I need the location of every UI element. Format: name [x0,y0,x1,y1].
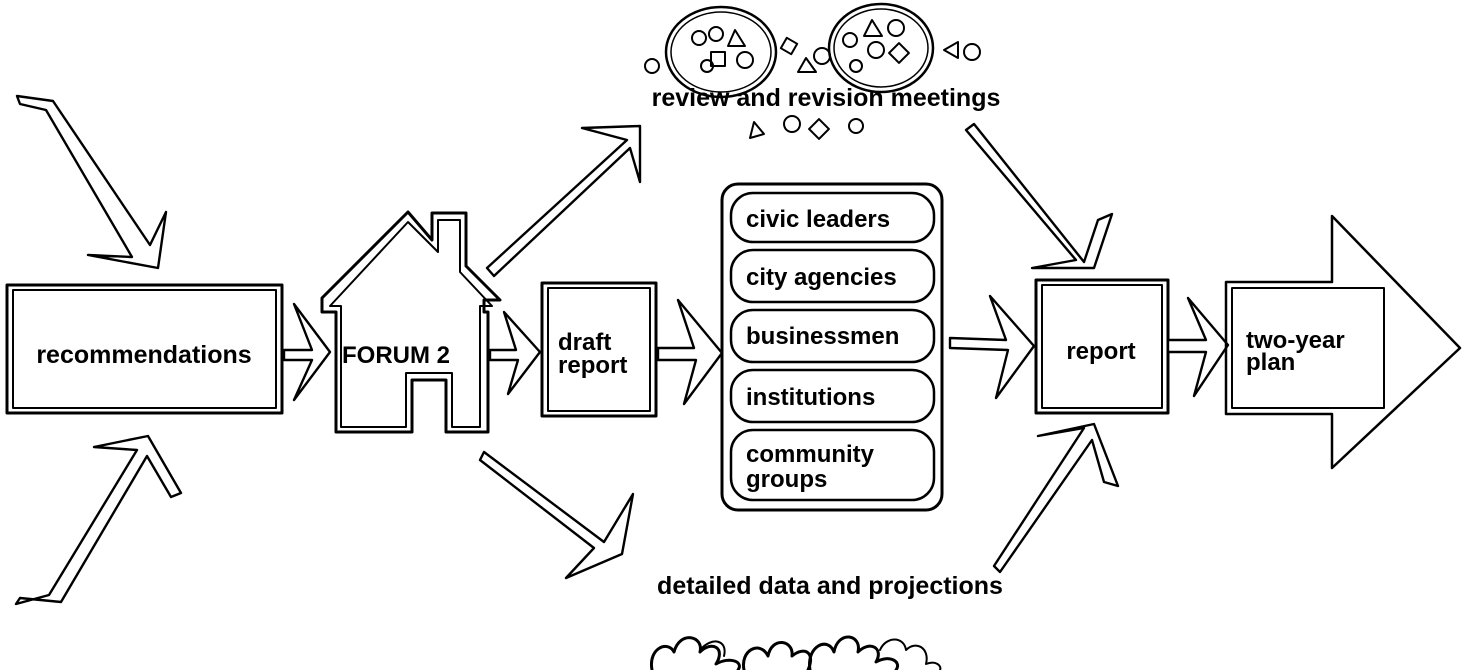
recommendations-box: recommendations [5,283,284,415]
stakeholder-label: city agencies [746,264,897,291]
community-label-line1: community [746,441,875,468]
plan-label-line2: plan [1246,349,1295,376]
arrow-forum-to-draft [488,310,542,396]
report-box: report [1034,278,1170,415]
stakeholder-label: civic leaders [746,206,890,233]
stakeholder-item-city-agencies: city agencies [729,248,936,304]
incoming-arrow-bottom [14,434,183,606]
community-label-line2: groups [746,466,827,493]
incoming-arrow-top [15,94,168,270]
plan-label-line1: two-year [1246,327,1345,354]
arrow-recommendations-to-forum [282,302,332,402]
people-shapes-icon [644,2,981,140]
stakeholder-item-institutions: institutions [729,368,936,424]
stakeholder-item-civic-leaders: civic leaders [729,191,936,244]
arrow-data-to-report [992,422,1120,574]
forum-label: FORUM 2 [342,342,450,369]
draft-report-box: draft report [540,281,658,418]
arrow-review-to-report [964,122,1114,270]
arrow-forum-to-data [478,450,635,580]
arrow-report-to-plan [1166,296,1230,398]
draft-label-line1: draft [558,329,611,356]
draft-label-line2: report [558,352,627,379]
arrow-stakeholders-to-report [948,294,1036,400]
data-scribble-icon [650,635,942,670]
stakeholder-label: businessmen [746,323,899,350]
review-label: review and revision meetings [652,84,1001,112]
arrow-forum-to-review [485,124,642,278]
arrow-draft-to-stakeholders [656,298,724,406]
meetings-illustration: review and revision meetings [644,2,1001,140]
stakeholder-item-businessmen: businessmen [729,308,936,364]
data-label: detailed data and projections [657,572,1003,600]
stakeholder-column: civic leaders city agencies businessmen … [720,182,944,512]
stakeholder-item-community-groups: community groups [729,428,936,502]
stakeholder-label: institutions [746,384,875,411]
forum-house: FORUM 2 [320,210,502,434]
data-illustration: detailed data and projections [650,572,1003,670]
report-label: report [1066,338,1135,365]
recommendations-label: recommendations [36,341,251,369]
plan-arrow: two-year plan [1224,214,1462,470]
